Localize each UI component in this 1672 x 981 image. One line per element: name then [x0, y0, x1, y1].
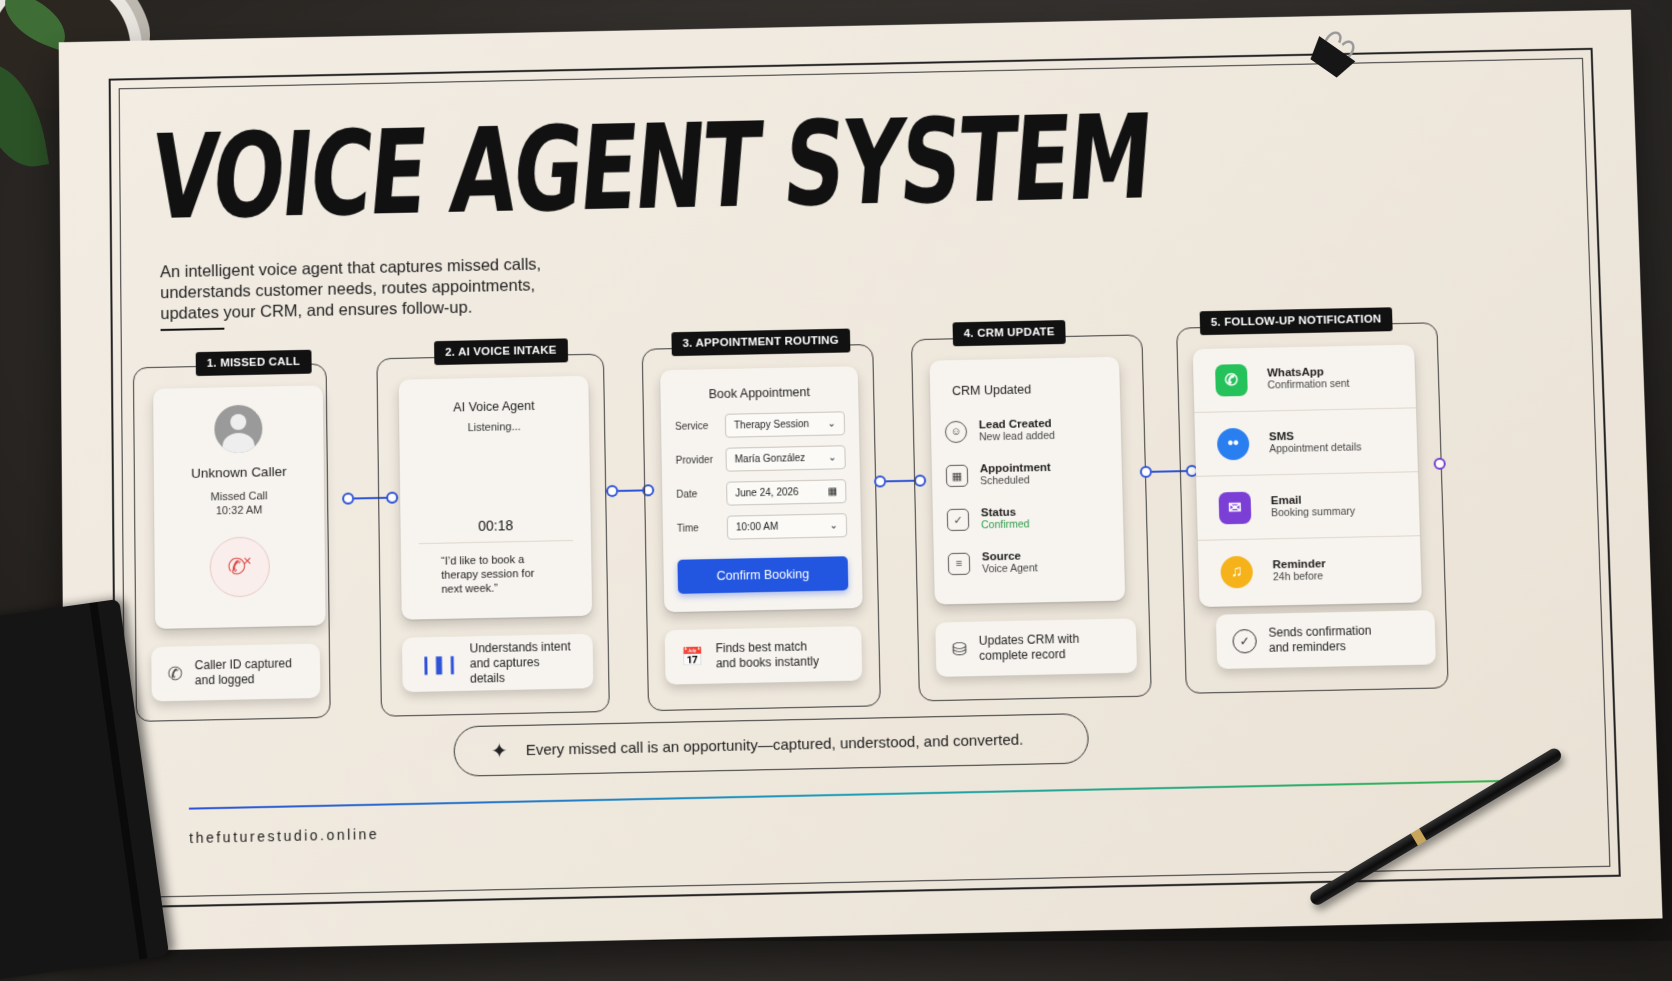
notif-title: Reminder: [1272, 558, 1325, 571]
tagline-text: Every missed call is an opportunity—capt…: [526, 731, 1024, 759]
crm-item-title: Appointment: [980, 462, 1051, 475]
user-icon: ☺: [945, 421, 967, 443]
service-select[interactable]: Therapy Session⌄: [725, 411, 845, 437]
sms-icon: ••: [1217, 427, 1250, 460]
call-status: Missed Call: [154, 489, 324, 505]
missed-call-card: Unknown Caller Missed Call 10:32 AM ✆✕: [153, 385, 326, 629]
footer-text: and books instantly: [716, 654, 819, 671]
confirm-booking-button[interactable]: Confirm Booking: [677, 556, 848, 594]
avatar-icon: [214, 405, 262, 454]
transcript-quote: next week.”: [441, 581, 534, 597]
service-label: Service: [675, 420, 725, 432]
footer-text: Sends confirmation: [1268, 624, 1371, 641]
phone-icon: ✆: [168, 663, 183, 684]
waveform-icon: [418, 452, 573, 505]
crm-item-title: Status: [981, 506, 1030, 519]
caller-name: Unknown Caller: [154, 463, 324, 482]
bell-icon: ♫: [1220, 556, 1253, 589]
whatsapp-icon: ✆: [1215, 364, 1248, 397]
provider-select[interactable]: María González⌄: [725, 445, 845, 471]
notif-sub: Appointment details: [1269, 441, 1361, 455]
stage-crm-tag: 4. CRM UPDATE: [953, 320, 1066, 346]
crm-item-sub: New lead added: [979, 430, 1055, 444]
stage-routing-tag: 3. APPOINTMENT ROUTING: [671, 329, 850, 357]
notif-sub: Booking summary: [1271, 505, 1355, 519]
date-label: Date: [676, 488, 726, 500]
crm-title: CRM Updated: [952, 382, 1031, 398]
booking-form-card: Book Appointment Service Therapy Session…: [660, 366, 863, 612]
time-select[interactable]: 10:00 AM⌄: [727, 513, 848, 540]
divider: [419, 540, 573, 544]
calendar-icon: ▦: [828, 486, 838, 497]
form-title: Book Appointment: [660, 384, 858, 402]
calendar-icon: 📅: [681, 646, 704, 668]
footer-text: and captures details: [470, 654, 578, 686]
chevron-down-icon: ⌄: [829, 520, 838, 531]
footer-text: and reminders: [1269, 639, 1372, 656]
crm-item-sub: Confirmed: [981, 518, 1030, 531]
checkbox-icon: ✓: [947, 509, 970, 531]
footer-text: and logged: [195, 671, 292, 688]
notif-sub: Confirmation sent: [1267, 377, 1349, 391]
agent-title: AI Voice Agent: [399, 398, 589, 416]
transcript-quote: therapy session for: [441, 567, 534, 583]
chevron-down-icon: ⌄: [827, 418, 836, 429]
crm-item-sub: Scheduled: [980, 474, 1051, 487]
call-timer: 00:18: [400, 516, 590, 536]
agent-status: Listening...: [399, 420, 589, 436]
source-icon: ≡: [948, 553, 971, 576]
sparkle-icon: ✦: [491, 738, 508, 764]
stage-followup-tag: 5. FOLLOW-UP NOTIFICATION: [1200, 307, 1393, 335]
footer-text: complete record: [979, 647, 1080, 664]
footer-text: Understands intent: [469, 639, 576, 656]
chevron-down-icon: ⌄: [828, 452, 837, 463]
check-circle-icon: ✓: [1232, 629, 1257, 654]
notif-sub: 24h before: [1273, 570, 1326, 583]
stage-missed-call-tag: 1. MISSED CALL: [196, 350, 312, 376]
stage-ai-intake-tag: 2. AI VOICE INTAKE: [434, 338, 568, 365]
calendar-icon: ▦: [946, 465, 968, 487]
email-icon: ✉: [1218, 491, 1251, 524]
poster-subtitle: An intelligent voice agent that captures…: [160, 254, 579, 325]
date-field[interactable]: June 24, 2026▦: [726, 479, 846, 506]
poster-sheet: VOICE AGENT SYSTEM An intelligent voice …: [59, 10, 1663, 952]
ai-agent-card: AI Voice Agent Listening... 00:18 “I’d l…: [399, 376, 593, 620]
audio-wave-icon: ❙❚❙: [418, 653, 458, 675]
missed-call-icon: ✆✕: [209, 536, 270, 597]
time-label: Time: [677, 522, 727, 534]
crm-item-sub: Voice Agent: [982, 562, 1038, 575]
database-icon: ⛁: [952, 639, 968, 660]
call-time: 10:32 AM: [154, 503, 324, 519]
poster-title: VOICE AGENT SYSTEM: [146, 88, 1155, 245]
footer-text: Caller ID captured: [195, 656, 292, 673]
provider-label: Provider: [676, 454, 726, 466]
